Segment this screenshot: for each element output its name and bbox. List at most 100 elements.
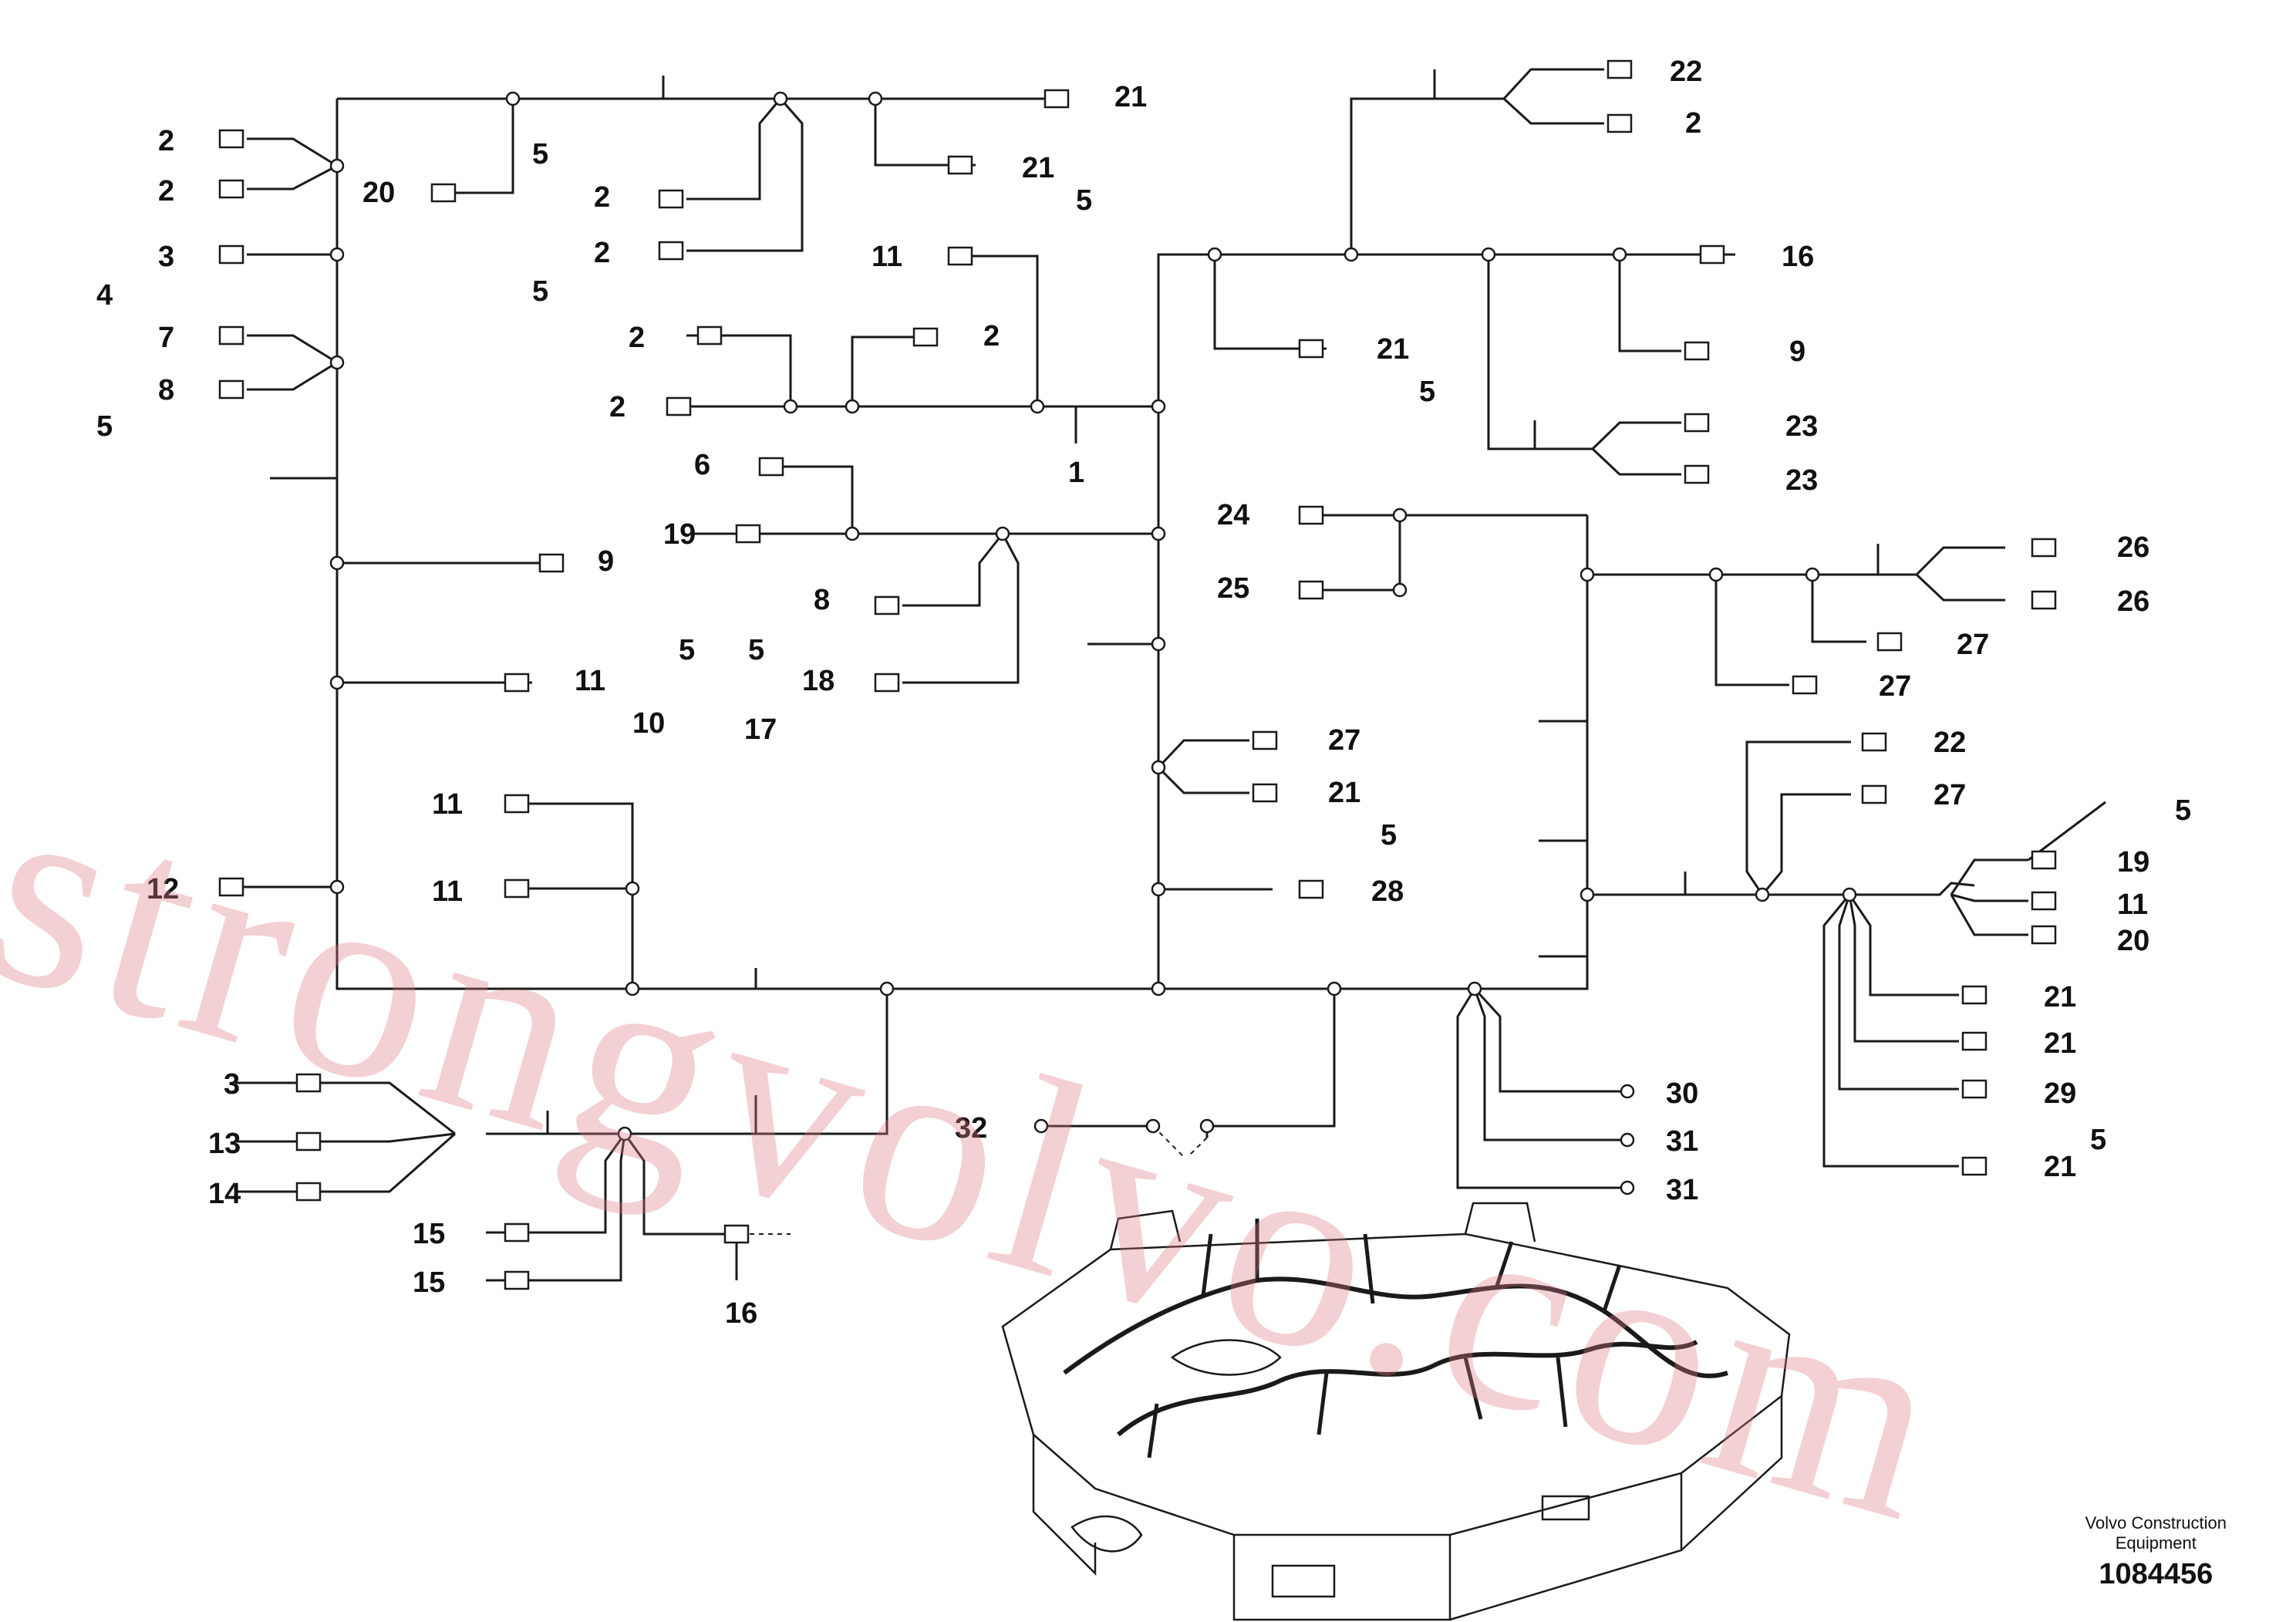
callout-label-l70: 15 xyxy=(413,1218,445,1250)
callout-label-l28: 9 xyxy=(598,545,614,578)
callout-label-l44: 26 xyxy=(2117,531,2149,564)
connector xyxy=(1298,505,1324,525)
callout-label-l71: 15 xyxy=(413,1266,445,1299)
splice-node xyxy=(1580,887,1595,902)
callout-label-l40: 23 xyxy=(1785,410,1818,443)
callout-label-l57: 20 xyxy=(2117,925,2149,957)
connector xyxy=(874,595,900,615)
callout-label-l27: 17 xyxy=(744,713,777,746)
splice-node xyxy=(1151,636,1166,652)
connector xyxy=(1252,730,1278,750)
publisher-caption: Volvo Construction Equipment 1084456 xyxy=(2085,1513,2227,1591)
callout-label-l17: 2 xyxy=(629,322,645,354)
splice-nodes xyxy=(329,91,1857,1195)
splice-node xyxy=(1708,567,1724,582)
connector xyxy=(218,244,244,265)
caption-line1: Volvo Construction xyxy=(2085,1513,2227,1533)
connector xyxy=(1792,675,1818,695)
connector xyxy=(504,878,530,899)
splice-node xyxy=(995,526,1010,541)
connector xyxy=(658,241,684,261)
connector xyxy=(1298,879,1324,899)
splice-node xyxy=(868,91,883,106)
connector xyxy=(504,1270,530,1290)
callout-label-l45: 26 xyxy=(2117,585,2149,618)
callout-label-l35: 2 xyxy=(1685,107,1701,140)
splice-node xyxy=(879,981,895,996)
callout-label-l61: 5 xyxy=(2090,1124,2106,1156)
splice-node xyxy=(329,675,345,690)
callout-label-l54: 5 xyxy=(2175,794,2191,827)
splice-node xyxy=(1207,247,1222,262)
connector xyxy=(504,673,530,693)
connector xyxy=(947,246,973,266)
callout-label-l41: 23 xyxy=(1785,464,1818,497)
callout-label-l11: 2 xyxy=(594,237,610,269)
callout-label-l6: 8 xyxy=(158,374,174,406)
callout-label-l51: 28 xyxy=(1371,875,1404,908)
callout-label-l36: 16 xyxy=(1782,241,1814,273)
splice-node xyxy=(1151,399,1166,414)
callout-label-l12: 5 xyxy=(532,275,548,308)
connector xyxy=(2031,590,2057,610)
connector xyxy=(1961,985,1988,1005)
callout-label-l65: 31 xyxy=(1666,1174,1698,1206)
connector xyxy=(1298,580,1324,600)
splice-node xyxy=(329,879,345,895)
connector xyxy=(2031,891,2057,911)
connector xyxy=(1699,244,1725,265)
connector xyxy=(504,1222,530,1243)
part-number: 1084456 xyxy=(2099,1558,2213,1590)
splice-node xyxy=(329,247,345,262)
callout-label-l68: 13 xyxy=(208,1128,241,1160)
connector xyxy=(218,379,244,400)
callout-label-l53: 27 xyxy=(1934,779,1966,811)
callout-label-l21: 6 xyxy=(694,449,710,481)
connector xyxy=(218,129,244,149)
caption-line2: Equipment xyxy=(2115,1533,2197,1553)
machine-frame-illustration xyxy=(1001,1202,1791,1621)
connector xyxy=(758,457,784,477)
connector xyxy=(666,396,692,416)
callout-label-l5: 7 xyxy=(158,322,174,354)
splice-node xyxy=(1327,981,1342,996)
connector xyxy=(1961,1031,1988,1051)
splice-node xyxy=(1392,508,1408,523)
callout-label-l7: 5 xyxy=(96,410,113,443)
connector xyxy=(1607,113,1633,133)
connector xyxy=(2031,538,2057,558)
callout-label-l19: 2 xyxy=(609,391,625,423)
callout-label-l63: 30 xyxy=(1666,1077,1698,1110)
connector xyxy=(1861,784,1887,804)
connector xyxy=(295,1073,322,1093)
callout-label-l60: 29 xyxy=(2044,1077,2076,1110)
connector xyxy=(295,1182,322,1202)
callout-label-l43: 25 xyxy=(1217,572,1249,605)
callout-label-l9: 5 xyxy=(532,138,548,170)
splice-node xyxy=(1151,526,1166,541)
callout-label-l42: 24 xyxy=(1217,499,1249,531)
callout-label-l72: 16 xyxy=(725,1297,757,1330)
connector xyxy=(1876,632,1903,652)
splice-node xyxy=(329,158,345,174)
splice-node xyxy=(1392,582,1408,598)
connector xyxy=(1961,1156,1988,1176)
connector xyxy=(947,155,973,175)
connector xyxy=(1861,732,1887,752)
splice-node xyxy=(1151,882,1166,897)
callout-label-l49: 21 xyxy=(1328,777,1360,809)
callout-label-l13: 21 xyxy=(1022,152,1054,184)
callout-label-l14: 21 xyxy=(1114,81,1147,113)
splice-node xyxy=(1620,1084,1635,1099)
splice-node xyxy=(1580,567,1595,582)
splice-node xyxy=(1199,1118,1215,1134)
callout-label-l47: 27 xyxy=(1879,670,1911,703)
connector xyxy=(218,325,244,346)
splice-node xyxy=(1344,247,1359,262)
splice-node xyxy=(625,981,640,996)
callout-label-l20: 1 xyxy=(1068,457,1084,489)
callout-label-l8: 20 xyxy=(362,177,395,209)
callout-label-l29: 11 xyxy=(575,665,605,697)
connector xyxy=(2031,925,2057,945)
